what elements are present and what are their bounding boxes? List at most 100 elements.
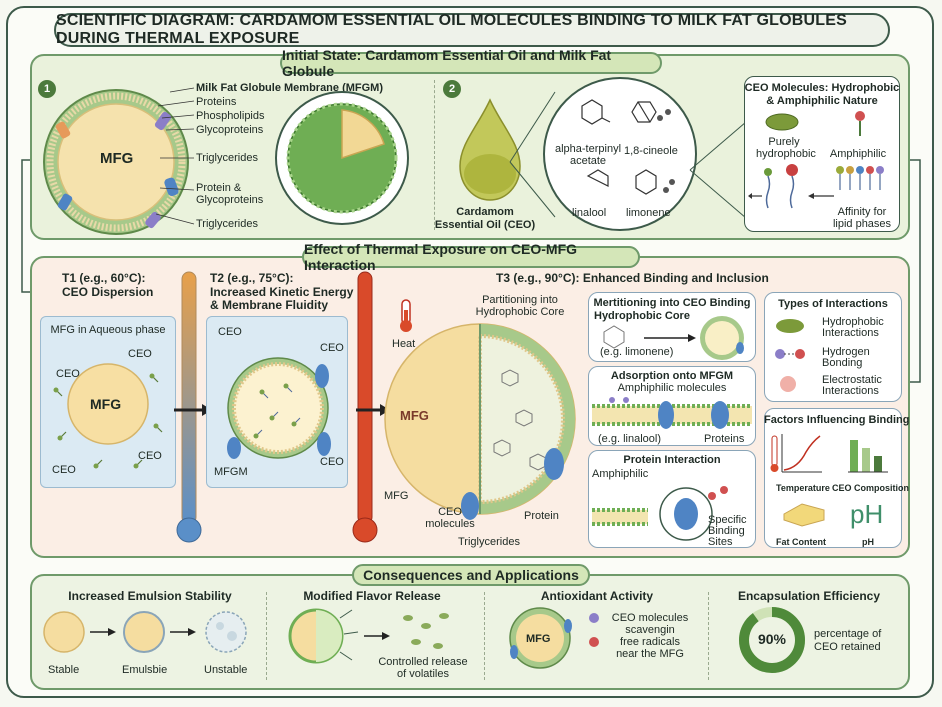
t1-ceo-label-1: CEO [56,368,80,380]
divider-c1 [266,592,267,680]
ceo-droplet-icon [459,98,521,201]
c4-text-1: percentage of [814,628,882,640]
type-electro-1: Electrostatic [822,374,882,386]
c3-text-2: scavengin [625,624,675,636]
t2-mfgm-label: MFGM [214,466,248,478]
t3-mfg-small-label: MFG [384,490,409,502]
types-title: Types of Interactions [778,298,888,310]
t2-ceo-label-1: CEO [218,326,242,338]
lens-connector [689,121,747,219]
t1-title: T1 (e.g., 60°C): [62,271,146,285]
molecule-cineole: 1,8-cineole [624,145,678,157]
c3-text-1: CEO molecules [611,612,689,624]
c1-stable: Stable [48,664,80,676]
ceo-molecules-label-2: molecules [425,518,475,530]
factors-box [764,408,902,548]
step-badge-1: 1 [38,80,56,98]
c3-illustration [509,607,572,669]
c4-title: Encapsulation Efficiency [737,589,881,603]
thermometer-high-icon [352,271,378,543]
heat-label: Heat [392,338,416,350]
mech1-title-1: Mertitioning into CEO Binding [593,297,751,309]
mech3-sites-2: Binding [708,525,745,537]
factors-title: Factors Influencing Binding [764,414,910,426]
protein-glyco-label-1: Protein & [196,182,242,194]
consequences-header: Consequences and Applications [352,564,590,586]
protein-glyco-label-2: Glycoproteins [196,194,264,206]
mech1-title-2: Hydrophobic Core [594,310,690,322]
molecule-limonene: limonene [626,207,671,219]
factor-fat: Fat Content [776,537,826,547]
factors-icons [770,434,888,527]
triglycerides-label: Triglycerides [196,152,258,164]
mech2-subtitle: Amphiphilic molecules [617,382,727,394]
phospholipids-label: Phospholipids [196,110,265,122]
divider [434,80,435,230]
molecule-acetate: acetate [569,155,607,167]
mfg-globule-illustration [43,89,189,235]
nature-illustration [748,111,884,209]
mech3-amphiphilic: Amphiphilic [592,468,649,480]
mech3-illustration [592,486,728,541]
ceo-name-2: Essential Oil (CEO) [434,219,536,231]
t3-triglycerides-label: Triglycerides [458,536,520,548]
leader-lines [155,87,195,225]
t1-ceo-label-3: CEO [138,450,162,462]
t2-ceo-label-3: CEO [320,456,344,468]
t2-ceo-label-2: CEO [320,342,344,354]
thermal-header: Effect of Thermal Exposure on CEO-MFG In… [302,241,640,273]
mech2-membrane [592,397,752,429]
initial-state-header: Initial State: Cardamom Essential Oil an… [280,47,662,79]
type-hbond-2: Bonding [822,357,863,369]
mech3-title: Protein Interaction [623,454,721,466]
c3-text-4: near the MFG [616,648,684,660]
encapsulation-donut [739,607,805,673]
ceo-nature-box [744,76,900,232]
mech2-proteins: Proteins [704,433,745,445]
c1-emulsible: Emulsbie [122,664,168,676]
mech1-eg: (e.g. limonene) [600,346,674,358]
ceo-molecules-label-1: CEO [438,506,462,518]
divider-c3 [708,592,709,680]
c4-percent: 90% [757,631,787,647]
thermometer-low-icon [176,271,202,543]
proteins-label: Proteins [196,96,237,108]
nature-title-2: & Amphiphilic Nature [766,95,878,107]
molecule-lens [509,77,697,231]
factor-temperature: Temperature [776,483,830,493]
c4-text-2: CEO retained [814,641,881,653]
mfg-cross-section-icon [275,91,409,225]
nature-purely-1: Purely [768,136,800,148]
c2-illustration [288,608,449,664]
t2-subtitle-1: Increased Kinetic Energy [210,285,354,299]
t3-title: T3 (e.g., 90°C): Enhanced Binding and In… [496,271,769,285]
t1-mfg-label: MFG [90,396,122,412]
step-badge-2: 2 [443,80,461,98]
divider-c2 [484,592,485,680]
type-hbond-1: Hydrogen [822,346,870,358]
page-title: SCIENTIFIC DIAGRAM: CARDAMOM ESSENTIAL O… [54,12,890,47]
factor-composition: CEO Composition [832,483,909,493]
triglycerides-label-2: Triglycerides [196,218,258,230]
c2-caption-2: of volatiles [397,668,449,680]
mech2-eg: (e.g. linalool) [598,433,661,445]
c2-caption-1: Controlled release [378,656,468,668]
nature-affinity-2: lipid phases [832,218,892,230]
protein-label: Protein [524,510,559,522]
c3-text-3: free radicals [620,636,680,648]
c3-mfg-label: MFG [526,633,551,645]
nature-affinity-1: Affinity for [837,206,887,218]
type-hydro-1: Hydrophobic [822,316,884,328]
c3-title: Antioxidant Activity [540,589,654,603]
t2-title: T2 (e.g., 75°C): [210,271,294,285]
t1-box-title: MFG in Aqueous phase [50,324,166,336]
mech3-sites-1: Specific [708,514,747,526]
c1-illustration [43,611,247,653]
heat-thermometer-icon [400,299,412,332]
nature-purely-2: hydrophobic [756,148,816,160]
t1-ceo-label-4: CEO [52,464,76,476]
c2-title: Modified Flavor Release [303,589,441,603]
nature-title-1: CEO Molecules: Hydrophobic [744,82,900,94]
t1-illustration [53,363,163,469]
ceo-name-1: Cardamom [456,206,514,218]
